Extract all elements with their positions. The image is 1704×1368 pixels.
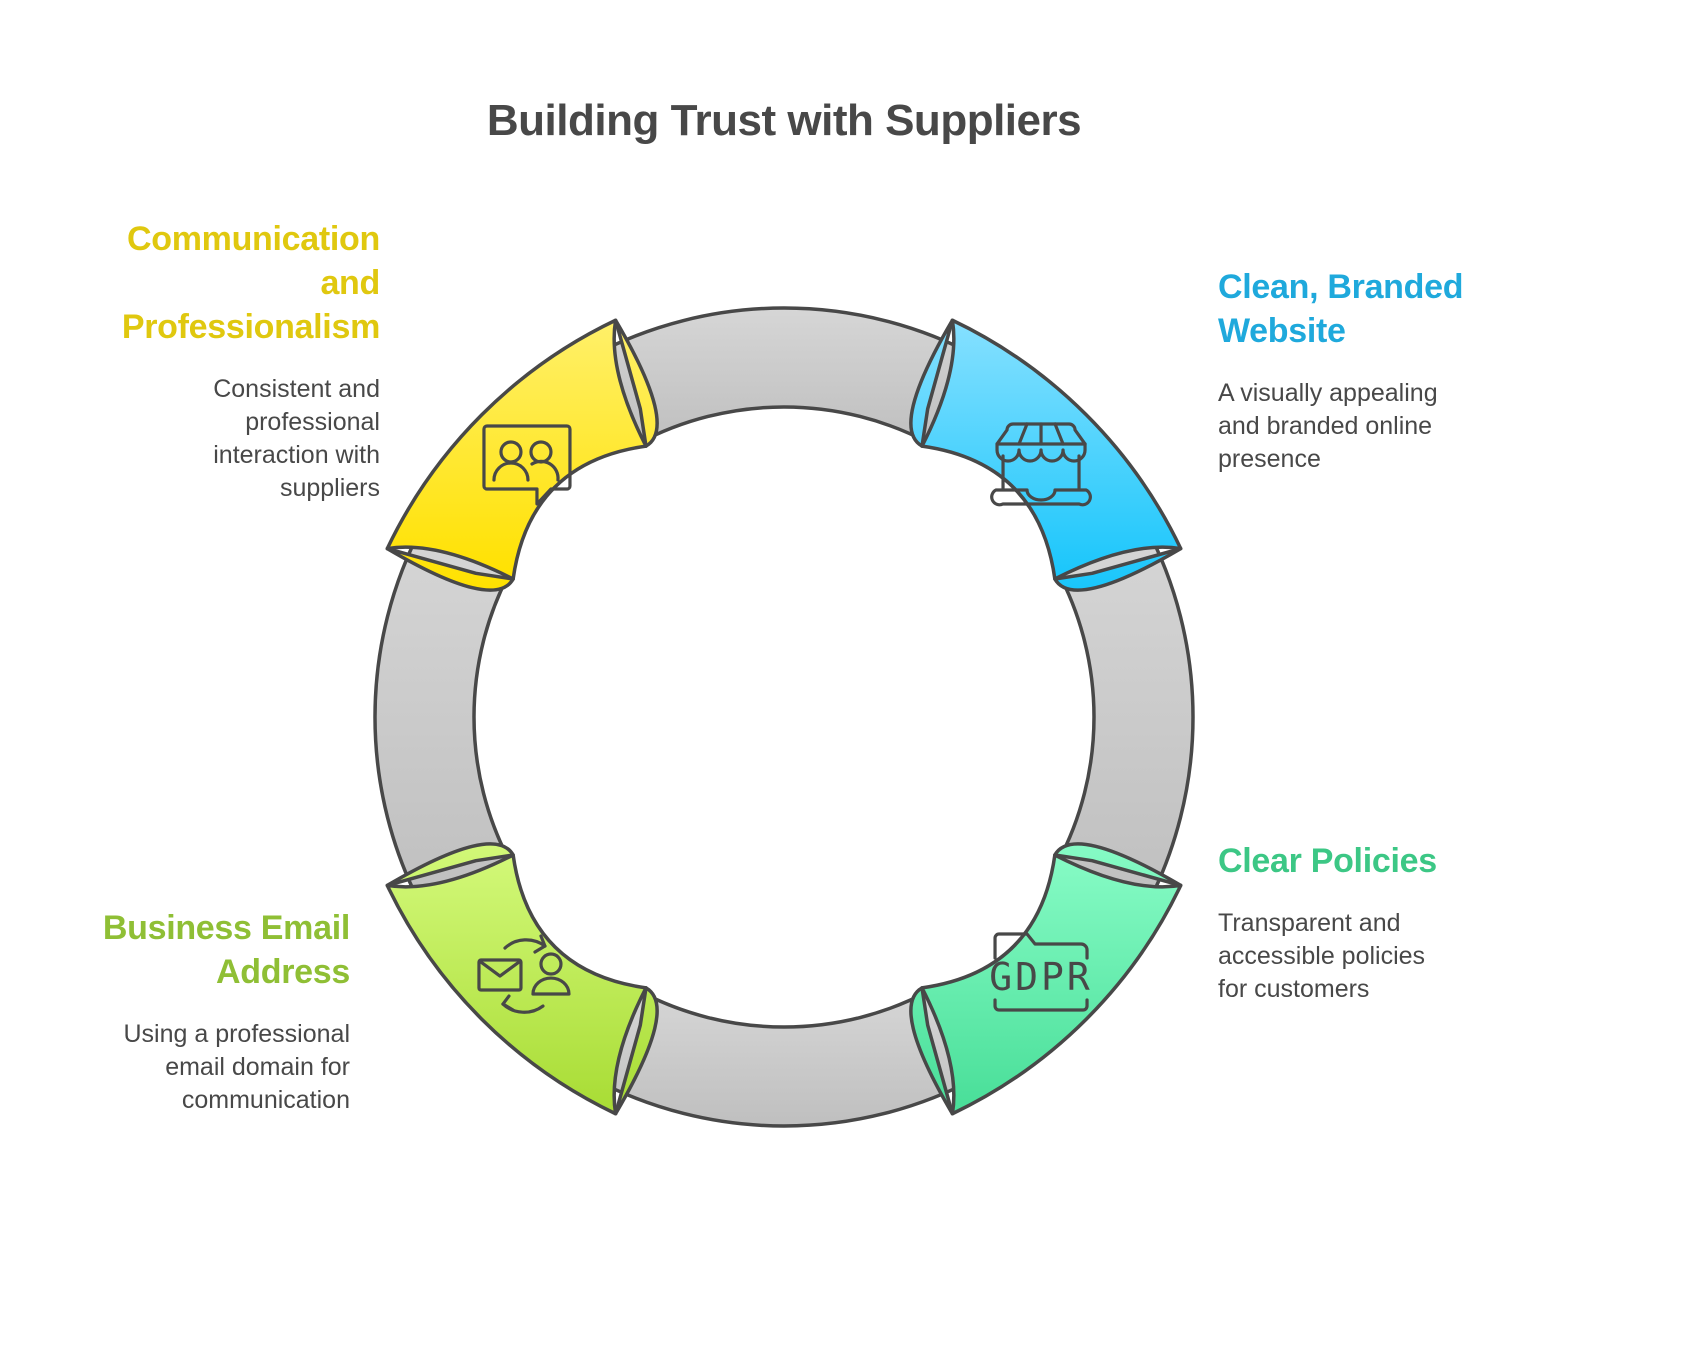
description-line: email domain for xyxy=(165,1053,350,1081)
heading-line: Clean, Branded xyxy=(1218,268,1464,306)
description-line: Consistent and xyxy=(213,375,380,403)
heading-line: Professionalism xyxy=(121,308,380,346)
step-policies-heading: Clear Policies xyxy=(1218,839,1518,883)
step-website-description: A visually appealing and branded online … xyxy=(1218,377,1518,476)
heading-line: Website xyxy=(1218,312,1346,350)
step-communication-description: Consistent and professional interaction … xyxy=(80,373,380,505)
step-wedges xyxy=(385,318,1183,1116)
step-policies-text: Clear Policies Transparent and accessibl… xyxy=(1218,839,1518,1006)
description-line: communication xyxy=(181,1086,350,1114)
step-email-text: Business Email Address Using a professio… xyxy=(50,906,350,1117)
description-line: and branded online xyxy=(1218,412,1433,440)
description-line: accessible policies xyxy=(1218,942,1426,970)
heading-line: and xyxy=(320,264,380,302)
heading-line: Clear Policies xyxy=(1218,842,1437,880)
group-chat-icon xyxy=(482,424,572,506)
wedge-website xyxy=(920,318,1183,581)
description-line: professional xyxy=(245,408,380,436)
step-communication-heading: Communication and Professionalism xyxy=(80,217,380,349)
step-policies-description: Transparent and accessible policies for … xyxy=(1218,907,1518,1006)
storefront-icon xyxy=(990,422,1092,507)
page-title: Building Trust with Suppliers xyxy=(486,96,1082,145)
step-communication-text: Communication and Professionalism Consis… xyxy=(80,217,380,505)
description-line: suppliers xyxy=(279,474,380,502)
step-email-heading: Business Email Address xyxy=(50,906,350,994)
wedge-email xyxy=(385,853,648,1116)
description-line: interaction with xyxy=(213,441,380,469)
step-website-heading: Clean, Branded Website xyxy=(1218,265,1518,353)
description-line: Using a professional xyxy=(123,1020,350,1048)
description-line: Transparent and xyxy=(1218,909,1401,937)
heading-line: Address xyxy=(216,953,350,991)
description-line: A visually appealing xyxy=(1218,379,1438,407)
gdpr-label: GDPR xyxy=(989,955,1093,999)
wedge-policies xyxy=(920,853,1183,1116)
description-line: presence xyxy=(1218,445,1321,473)
ring-connectors xyxy=(373,306,1195,1128)
heading-line: Communication xyxy=(127,220,380,258)
step-website-text: Clean, Branded Website A visually appeal… xyxy=(1218,265,1518,476)
heading-line: Business Email xyxy=(102,909,350,947)
wedge-communication xyxy=(385,318,648,581)
description-line: for customers xyxy=(1218,975,1370,1003)
step-email-description: Using a professional email domain for co… xyxy=(50,1018,350,1117)
step-icons: GDPR xyxy=(477,422,1093,1014)
email-exchange-icon xyxy=(477,934,571,1014)
gdpr-folder-icon: GDPR xyxy=(989,932,1093,1012)
